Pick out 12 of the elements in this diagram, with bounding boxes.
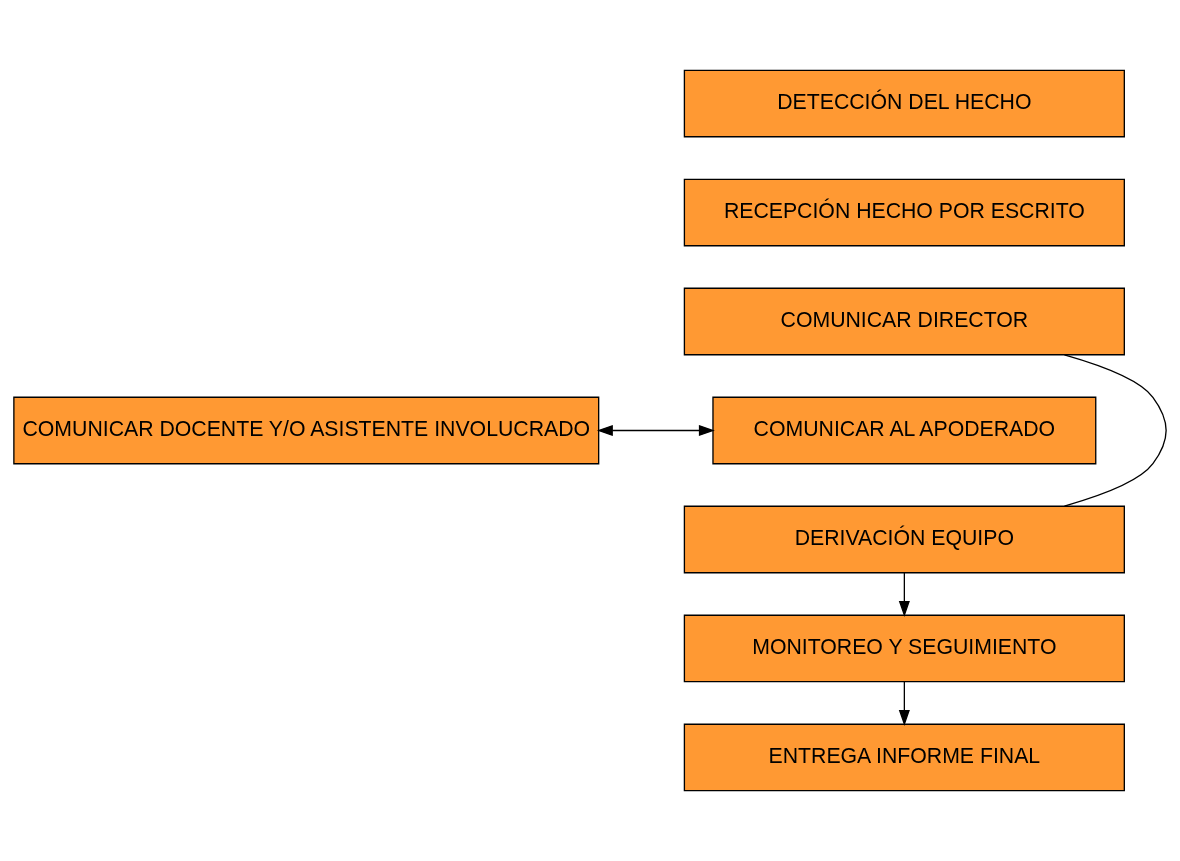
connector (1063, 354, 1167, 507)
node-box: MONITOREO Y SEGUIMIENTO (683, 614, 1125, 683)
node-box: COMUNICAR AL APODERADO (712, 396, 1097, 465)
node-box: COMUNICAR DOCENTE Y/O ASISTENTE INVOLUCRADO (13, 396, 600, 465)
node-box: DERIVACIÓN EQUIPO (683, 505, 1125, 574)
node-box: RECEPCIÓN HECHO POR ESCRITO (683, 178, 1125, 247)
arrow (898, 572, 910, 617)
node-box: COMUNICAR DIRECTOR (683, 287, 1125, 356)
arrow (596, 424, 715, 437)
node-box: ENTREGA INFORME FINAL (683, 723, 1125, 792)
arrow (898, 681, 910, 726)
node-box: DETECCIÓN DEL HECHO (683, 69, 1125, 138)
